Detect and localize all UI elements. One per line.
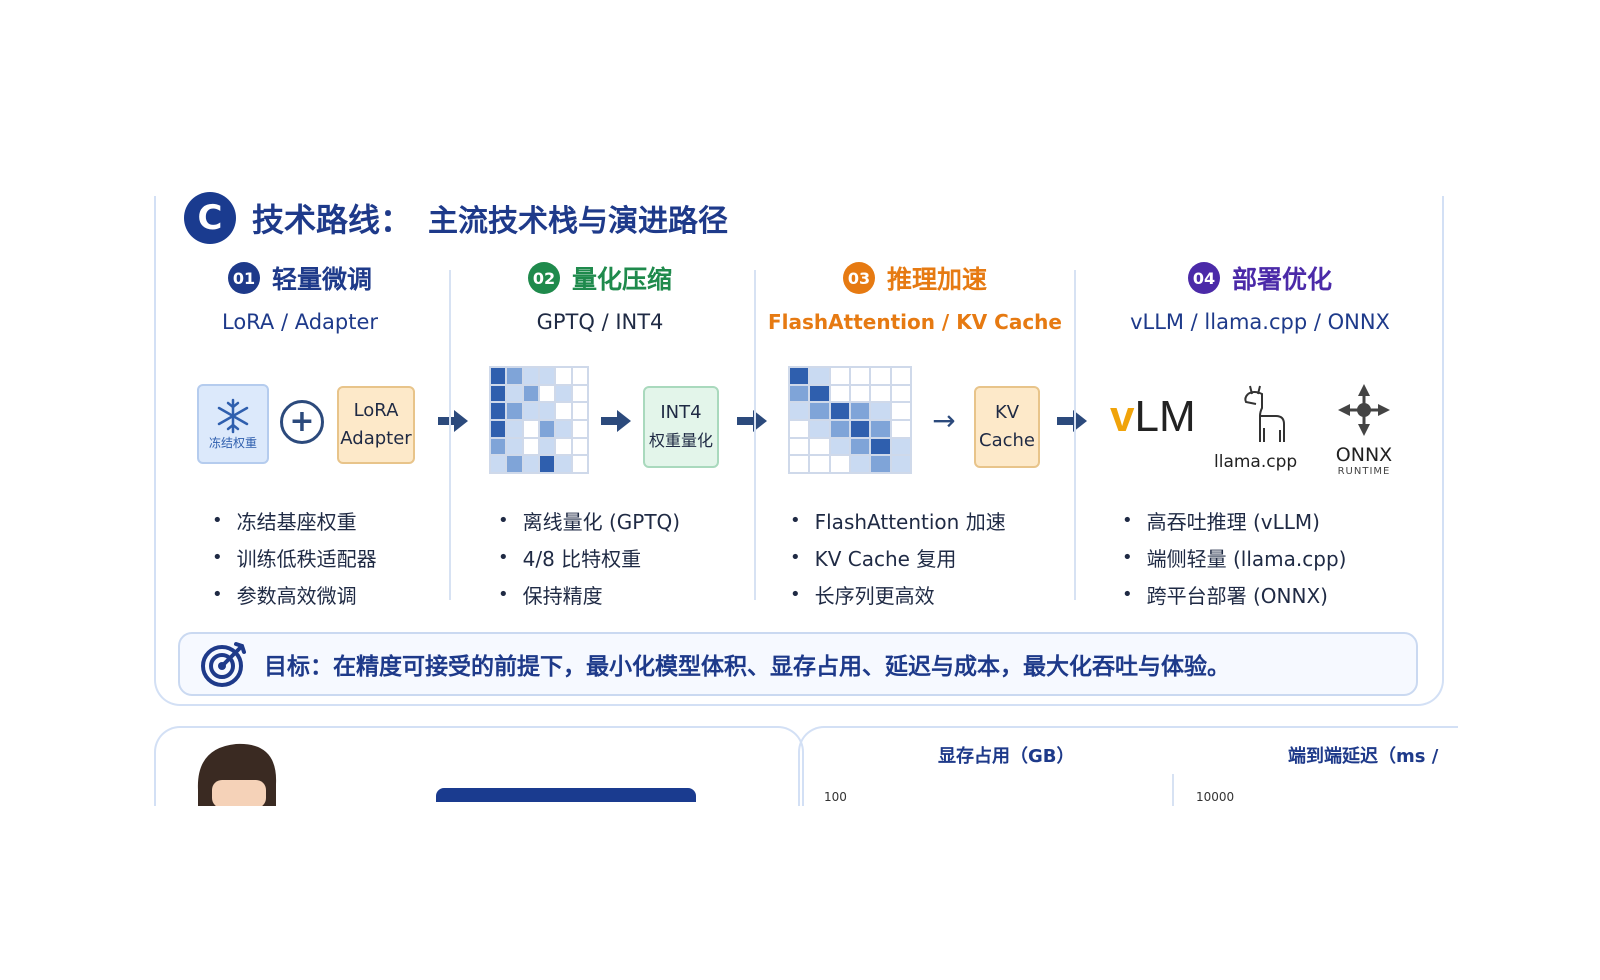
column-head: 01 轻量微调 <box>150 256 450 300</box>
section-subtitle: 主流技术栈与演进路径 <box>428 204 729 239</box>
column-head: 04 部署优化 <box>1100 256 1420 300</box>
bullet-list: 高吞吐推理 (vLLM) 端侧轻量 (llama.cpp) 跨平台部署 (ONN… <box>1122 502 1347 613</box>
attention-matrix-grid <box>788 366 912 474</box>
llama-cpp-label: llama.cpp <box>1214 452 1298 472</box>
step-number-badge: 01 <box>227 262 260 294</box>
goal-banner: 目标：在精度可接受的前提下，最小化模型体积、显存占用、延迟与成本，最大化吞吐与体… <box>178 632 1418 696</box>
vllm-logo-v: v <box>1110 392 1135 441</box>
column-head: 02 量化压缩 <box>450 256 750 300</box>
column-deployment: 04 部署优化 vLLM / llama.cpp / ONNX 高吞吐推理 (v… <box>1100 256 1420 608</box>
onnx-label: ONNX <box>1335 444 1393 466</box>
column-lora: 01 轻量微调 LoRA / Adapter 冻结基座权重 训练低秩适配器 参数… <box>150 256 450 608</box>
bottom-right-panel: 显存占用（GB） 端到端延迟（ms / 100 10000 <box>798 726 1458 806</box>
card-line: 权重量化 <box>648 431 713 450</box>
bullet-item: 保持精度 <box>498 576 680 613</box>
card-line: Adapter <box>340 428 412 449</box>
column-title: 部署优化 <box>1231 265 1332 294</box>
bullet-item: 冻结基座权重 <box>212 502 377 539</box>
onnx-runtime-label: RUNTIME <box>1337 466 1391 477</box>
arrow-right-icon <box>737 410 767 432</box>
arrow-right-icon <box>601 410 631 432</box>
section-header: C 技术路线： 主流技术栈与演进路径 <box>184 192 728 244</box>
section-badge: C <box>184 192 236 244</box>
kv-cache-card: KV Cache <box>974 386 1040 468</box>
section-title: 技术路线： <box>252 201 413 239</box>
column-subtitle: vLLM / llama.cpp / ONNX <box>1130 310 1390 334</box>
column-title: 推理加速 <box>886 265 987 294</box>
column-title: 量化压缩 <box>571 265 672 294</box>
bullet-item: 长序列更高效 <box>790 576 1006 613</box>
frozen-weights-card: 冻结权重 <box>197 384 269 464</box>
lora-adapter-card: LoRA Adapter <box>337 386 415 464</box>
column-subtitle: GPTQ / INT4 <box>536 310 664 334</box>
plus-icon: + <box>280 400 324 444</box>
chart2-tick-label: 10000 <box>1196 790 1235 804</box>
arrow-right-icon <box>1057 410 1087 432</box>
chart-divider <box>1172 774 1174 806</box>
step-number-badge: 03 <box>842 262 875 294</box>
bullet-item: 4/8 比特权重 <box>498 539 680 576</box>
vllm-logo-text: LM <box>1134 392 1196 441</box>
column-divider <box>449 270 451 600</box>
arrow-right-icon <box>438 410 468 432</box>
llama-icon <box>1244 385 1285 442</box>
vllm-logo: vLM <box>1110 392 1196 442</box>
card-line: INT4 <box>660 402 702 423</box>
column-subtitle: LoRA / Adapter <box>221 310 379 334</box>
bullet-list: 冻结基座权重 训练低秩适配器 参数高效微调 <box>212 502 377 613</box>
arrow-thin-icon: → <box>932 404 956 437</box>
card-line: KV <box>994 402 1020 423</box>
bullet-item: 跨平台部署 (ONNX) <box>1122 576 1346 613</box>
chart1-tick-label: 100 <box>824 790 847 804</box>
column-divider <box>1074 270 1076 600</box>
column-head: 03 推理加速 <box>760 256 1070 300</box>
goal-text: 目标：在精度可接受的前提下，最小化模型体积、显存占用、延迟与成本，最大化吞吐与体… <box>264 654 1230 680</box>
column-quantization: 02 量化压缩 GPTQ / INT4 离线量化 (GPTQ) 4/8 比特权重… <box>450 256 750 608</box>
card-line: Cache <box>979 430 1035 451</box>
bottom-label-pill <box>436 788 696 802</box>
bullet-item: 参数高效微调 <box>212 576 377 613</box>
target-icon <box>201 642 246 687</box>
bullet-item: 高吞吐推理 (vLLM) <box>1122 502 1346 539</box>
column-divider <box>754 270 756 600</box>
step-number-badge: 02 <box>527 262 560 294</box>
bullet-list: 离线量化 (GPTQ) 4/8 比特权重 保持精度 <box>498 502 680 613</box>
frozen-weights-label: 冻结权重 <box>208 436 257 450</box>
column-inference-acceleration: 03 推理加速 FlashAttention / KV Cache FlashA… <box>760 256 1070 608</box>
bullet-item: 训练低秩适配器 <box>212 539 377 576</box>
column-subtitle: FlashAttention / KV Cache <box>768 310 1062 334</box>
step-number-badge: 04 <box>1187 262 1220 294</box>
weight-matrix-grid <box>489 366 589 474</box>
avatar <box>197 743 277 806</box>
bullet-list: FlashAttention 加速 KV Cache 复用 长序列更高效 <box>790 502 1006 613</box>
chart-title-latency: 端到端延迟（ms / <box>1288 746 1439 767</box>
bullet-item: FlashAttention 加速 <box>790 502 1006 539</box>
bullet-item: 端侧轻量 (llama.cpp) <box>1122 539 1347 576</box>
card-line: LoRA <box>353 400 399 421</box>
bottom-left-panel <box>154 726 804 806</box>
snowflake-icon <box>217 398 249 434</box>
chart-title-memory: 显存占用（GB） <box>938 746 1075 767</box>
bullet-item: KV Cache 复用 <box>790 539 1006 576</box>
column-title: 轻量微调 <box>271 265 372 294</box>
int4-card: INT4 权重量化 <box>643 386 719 468</box>
bullet-item: 离线量化 (GPTQ) <box>498 502 680 539</box>
onnx-icon <box>1338 384 1390 436</box>
